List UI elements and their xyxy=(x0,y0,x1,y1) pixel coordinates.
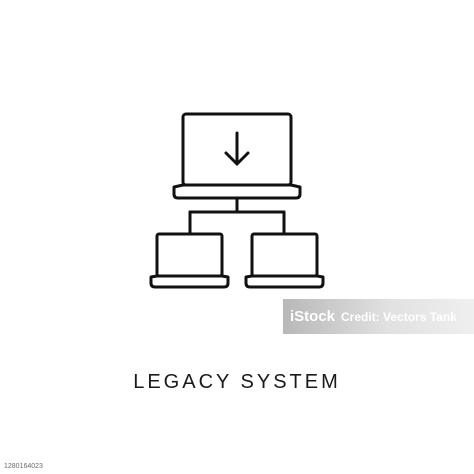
bottom-right-laptop-icon xyxy=(244,232,325,289)
connector-lines xyxy=(188,196,286,236)
watermark-brand: iStock xyxy=(290,307,336,325)
download-arrow-icon xyxy=(224,131,250,166)
top-laptop-icon xyxy=(172,112,302,200)
stock-id-label: 1280164023 xyxy=(4,463,43,470)
stock-watermark: iStock Credit: Vectors Tank xyxy=(283,299,474,334)
icon-caption: LEGACY SYSTEM xyxy=(133,371,341,393)
bottom-left-laptop-icon xyxy=(149,232,230,289)
watermark-credit: Credit: Vectors Tank xyxy=(341,309,457,324)
